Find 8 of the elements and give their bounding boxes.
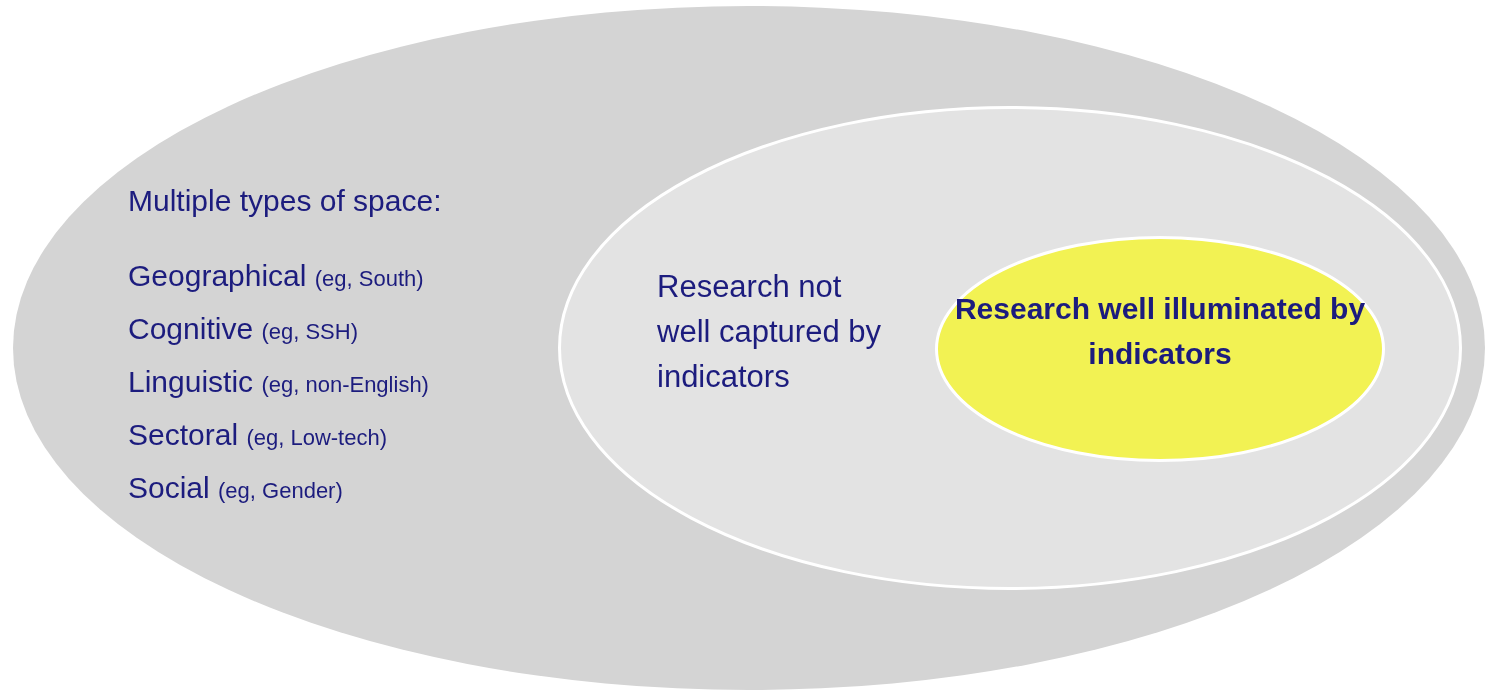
list-item: Linguistic (eg, non-English): [128, 364, 430, 400]
list-item: Geographical (eg, South): [128, 258, 425, 294]
list-item: Sectoral (eg, Low-tech): [128, 417, 388, 453]
heading: Multiple types of space:: [128, 183, 443, 219]
list-item: Social (eg, Gender): [128, 470, 344, 506]
node-text: Research not well captured by indicators: [657, 268, 882, 396]
list-item: Cognitive (eg, SSH): [128, 311, 359, 347]
node-text: Research well illuminated by indicators: [953, 291, 1367, 372]
